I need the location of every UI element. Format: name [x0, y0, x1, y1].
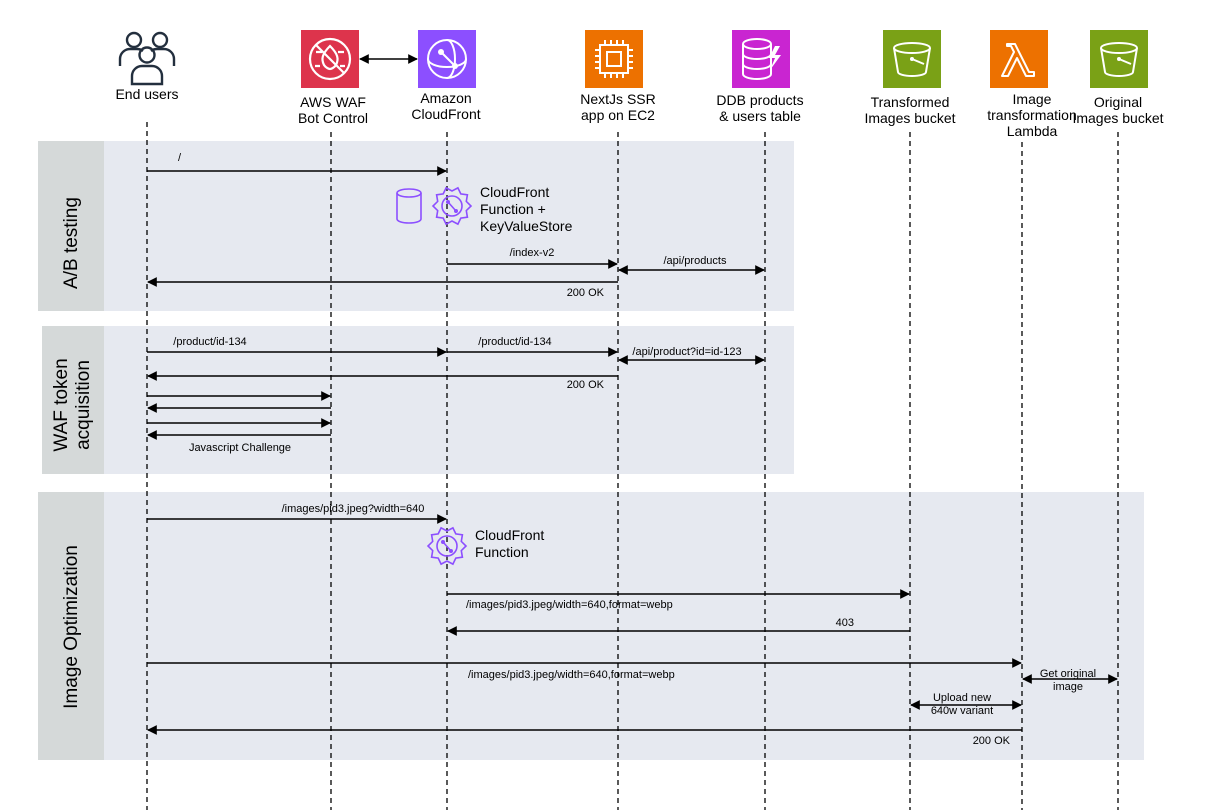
message: 200 OK — [147, 371, 618, 391]
actor-label: & users table — [719, 108, 801, 124]
message-label: /api/products — [664, 255, 727, 267]
keyvaluestore-icon — [396, 188, 422, 224]
section-label-band — [42, 326, 104, 474]
messages: / /index-v2/api/products 200 OK/product/id… — [147, 152, 1118, 747]
message-label: 200 OK — [567, 287, 605, 299]
message-label: / — [178, 152, 182, 164]
section-background — [38, 492, 1144, 760]
actor-label: Lambda — [1007, 123, 1058, 139]
message-label: 200 OK — [973, 735, 1011, 747]
section-label: WAF token — [51, 358, 72, 451]
section-background — [42, 326, 794, 474]
actor-label: app on EC2 — [581, 107, 655, 123]
s3-bucket-icon — [883, 30, 941, 88]
message: 200 OK — [147, 277, 618, 299]
message: Javascript Challenge — [147, 430, 331, 454]
actor-users: End users — [115, 31, 179, 102]
note-text: CloudFront — [475, 527, 544, 543]
message: /index-v2 — [447, 247, 618, 269]
section-label: acquisition — [73, 360, 94, 450]
message: 200 OK — [147, 725, 1022, 747]
message-label: /api/product?id=id-123 — [632, 346, 741, 358]
actor-label: AWS WAF — [300, 94, 366, 110]
message: /api/product?id=id-123 — [618, 346, 765, 365]
lambda-icon — [990, 30, 1048, 88]
message: /images/pid3.jpeg/width=640,format=webp — [447, 589, 910, 611]
section-label: Image Optimization — [61, 545, 82, 709]
icon-tile — [585, 30, 643, 88]
message-label: 200 OK — [567, 379, 605, 391]
actor-label: Images bucket — [1072, 110, 1163, 126]
message-label: /images/pid3.jpeg/width=640,format=webp — [468, 669, 675, 681]
actor-ddb: DDB products& users table — [716, 30, 804, 124]
actor-label: Amazon — [420, 90, 471, 106]
lifelines — [146, 122, 1119, 810]
actor-label: Images bucket — [864, 110, 955, 126]
s3-bucket-icon — [1090, 30, 1148, 88]
actor-label: Original — [1094, 94, 1142, 110]
message: /images/pid3.jpeg/width=640,format=webp — [147, 658, 1022, 681]
message-label: Javascript Challenge — [189, 442, 291, 454]
icon-tile — [990, 30, 1048, 88]
actor-label: CloudFront — [411, 106, 480, 122]
message-label: /images/pid3.jpeg/width=640,format=webp — [466, 599, 673, 611]
section-label-band — [38, 141, 104, 311]
section-label: A/B testing — [61, 197, 82, 289]
note-text: KeyValueStore — [480, 218, 573, 234]
message: /product/id-134 — [447, 336, 618, 357]
message-label: /product/id-134 — [478, 336, 551, 348]
message-label: /product/id-134 — [173, 336, 246, 348]
actor-label: Transformed — [871, 94, 950, 110]
section-background — [38, 141, 794, 311]
note-text: Function — [475, 544, 529, 560]
cloudfront-function-icon — [431, 186, 473, 226]
actor-label: Image — [1013, 91, 1052, 107]
actor-label: Bot Control — [298, 110, 368, 126]
users-icon — [118, 31, 176, 86]
waf-icon — [301, 30, 359, 88]
actor-label: NextJs SSR — [580, 91, 655, 107]
cloudfront-icon — [418, 30, 476, 88]
message-label: /images/pid3.jpeg?width=640 — [282, 503, 425, 515]
message-label: /index-v2 — [510, 247, 555, 259]
ec2-icon — [585, 30, 643, 88]
message: 403 — [447, 617, 910, 636]
actor-label: End users — [115, 86, 178, 102]
section-label-band — [38, 492, 104, 760]
section-img: Image Optimization — [38, 492, 1144, 760]
note-text: CloudFront — [480, 184, 549, 200]
message-label: 403 — [836, 617, 854, 629]
cloudfront-function-icon — [426, 526, 468, 566]
message: /product/id-134 — [147, 336, 447, 357]
message: /api/products — [618, 255, 765, 275]
dynamodb-icon — [732, 30, 790, 88]
message: / — [147, 152, 447, 176]
message: /images/pid3.jpeg?width=640 — [147, 503, 447, 524]
actor-label: transformation — [987, 107, 1076, 123]
section-ab: A/B testing — [38, 141, 794, 311]
actor-label: DDB products — [716, 92, 803, 108]
note-text: Function + — [480, 201, 546, 217]
